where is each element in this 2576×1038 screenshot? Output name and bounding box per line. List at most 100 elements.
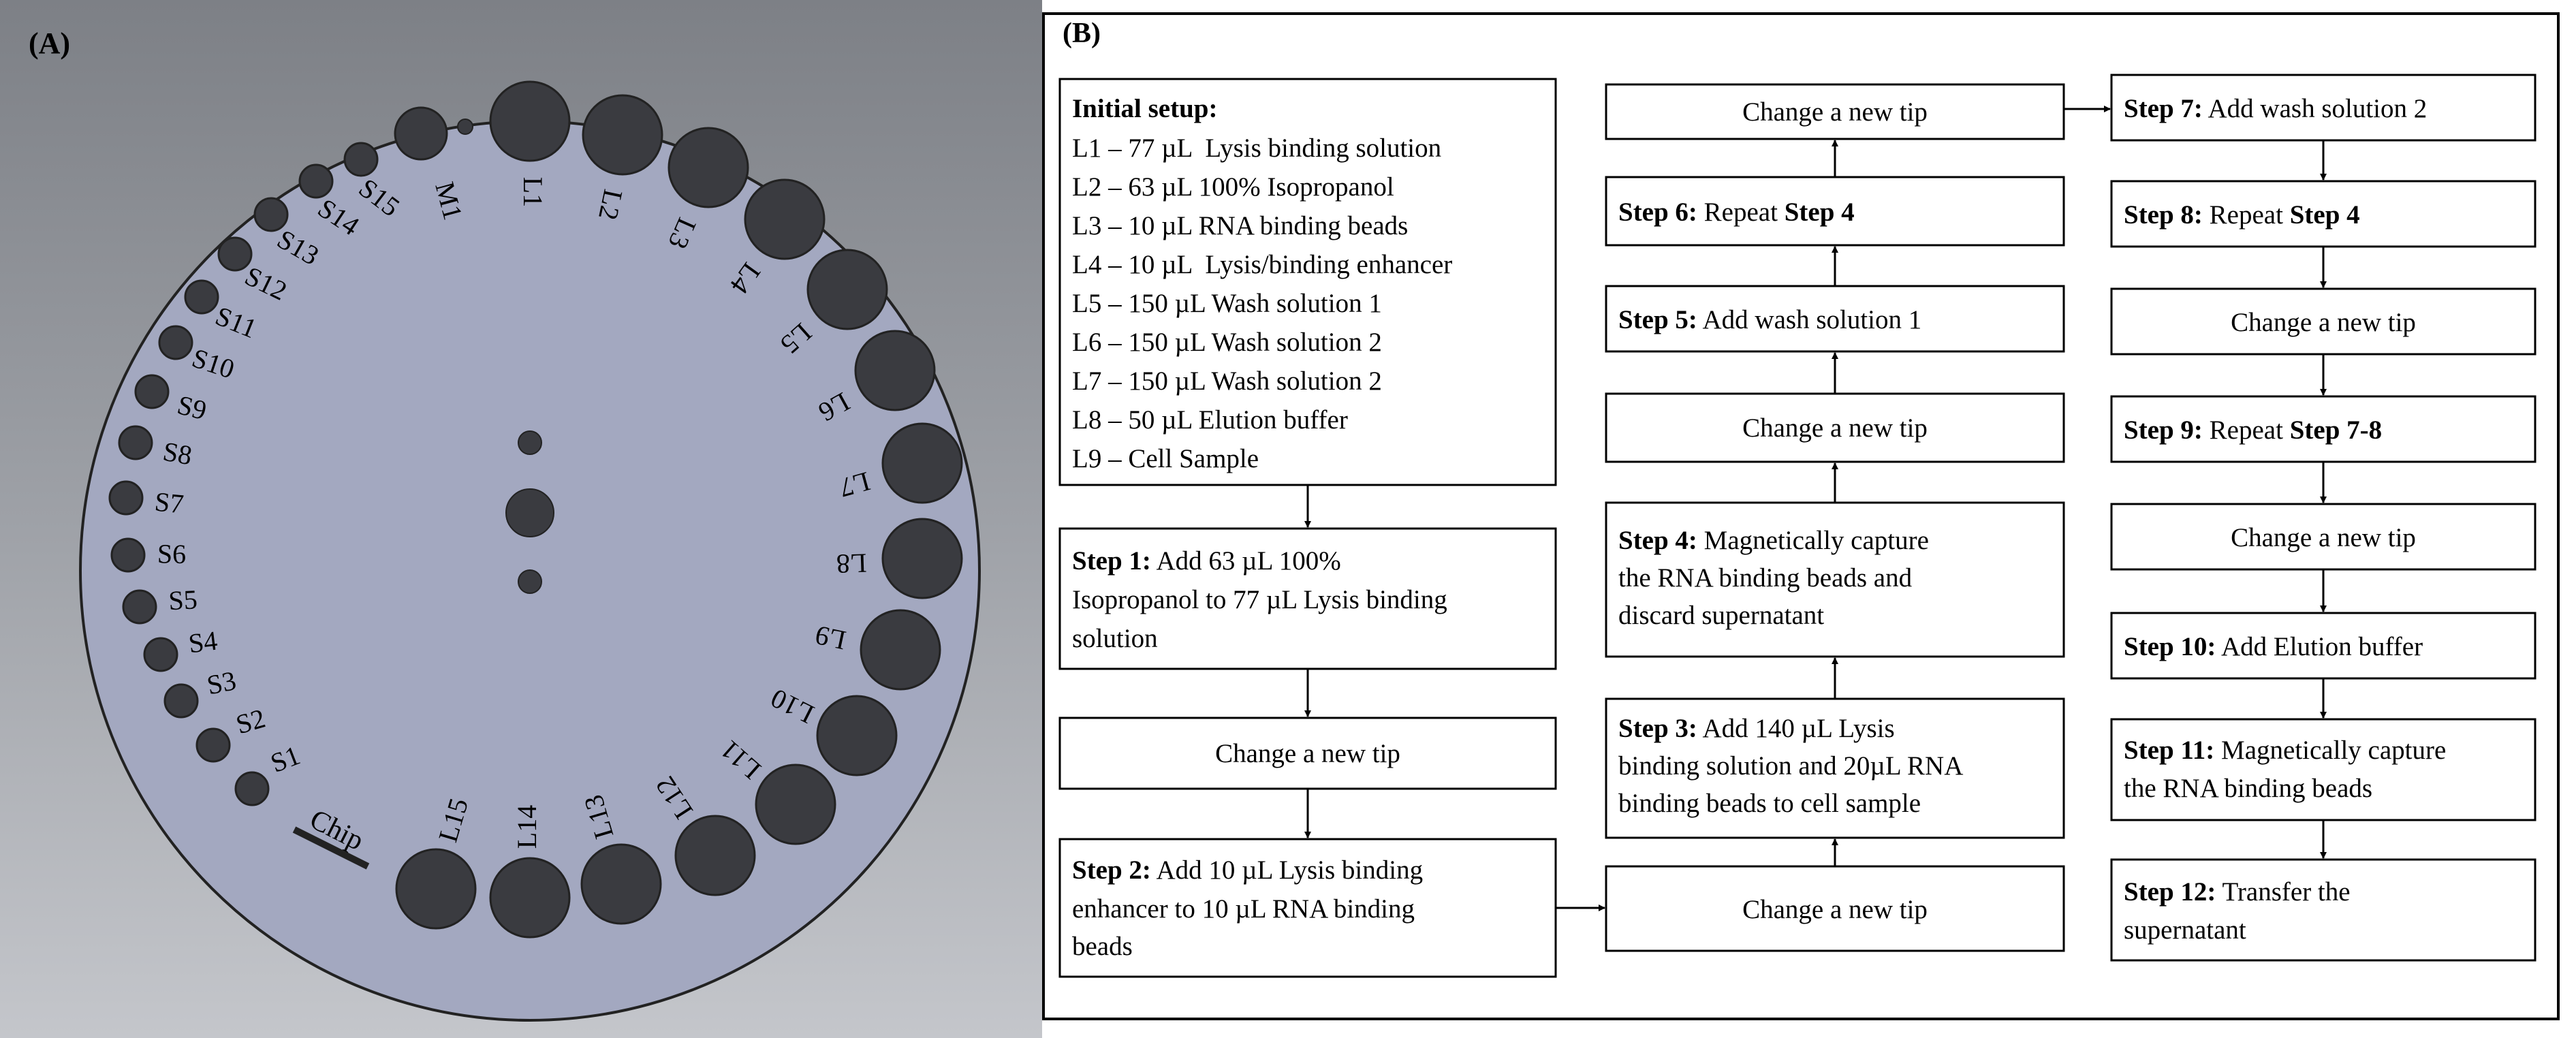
well-l10	[816, 695, 898, 776]
step3-line2: binding solution and 20µL RNA	[1618, 751, 1963, 781]
step3-text-1: Add 140 µL Lysis	[1697, 714, 1895, 743]
step1-line3: solution	[1072, 624, 1158, 653]
step10-rest: Add Elution buffer	[2216, 632, 2423, 661]
well-l3	[667, 127, 749, 208]
panel-b-frame	[1042, 12, 2560, 1020]
well-l11	[755, 764, 836, 845]
chip-bar	[292, 826, 370, 870]
step11-text-1: Magnetically capture	[2214, 736, 2446, 765]
center-hole-bottom	[518, 569, 542, 594]
center-hole-main	[505, 488, 554, 537]
initial-setup-line-4: L4 – 10 µL Lysis/binding enhancer	[1072, 250, 1452, 279]
step2-line2: enhancer to 10 µL RNA binding	[1072, 894, 1415, 924]
panel-b: (B) Initial setup: L1 – 77 µL Lysis bind…	[1042, 0, 2576, 1038]
well-s6	[110, 537, 146, 573]
initial-setup-line-3: L3 – 10 µL RNA binding beads	[1072, 211, 1408, 240]
well-l5	[806, 249, 888, 330]
well-l13	[580, 843, 662, 925]
well-l12	[674, 815, 756, 896]
step11-box	[2110, 718, 2536, 821]
well-disc-diagram: (A) Chip S1S2S3S4S5S6S7S8S9S10S11S12S13S…	[0, 0, 1042, 1038]
step12-bold: Step 12:	[2124, 877, 2216, 907]
c3-change-tip-1-box	[2110, 287, 2536, 356]
step11-bold: Step 11:	[2124, 736, 2214, 765]
step1-box	[1058, 527, 1557, 670]
well-label-l2: L2	[593, 187, 629, 223]
step3-line3: binding beads to cell sample	[1618, 789, 1921, 818]
step11-line2: the RNA binding beads	[2124, 774, 2372, 803]
well-s10	[158, 325, 193, 360]
well-l6	[854, 330, 936, 411]
initial-setup-line-8: L8 – 50 µL Elution buffer	[1072, 405, 1348, 435]
well-label-s7: S7	[153, 486, 185, 520]
step10-bold: Step 10:	[2124, 632, 2216, 661]
step8-bold2: Step 4	[2290, 200, 2360, 230]
step9-rest: Repeat	[2203, 415, 2290, 445]
panel-a-label: (A)	[29, 27, 70, 60]
step4-line1: Step 4: Magnetically capture	[1618, 526, 1929, 555]
step1-line2: Isopropanol to 77 µL Lysis binding	[1072, 585, 1447, 614]
well-label-s4: S4	[187, 625, 219, 659]
c3-change-tip-1-text: Change a new tip	[2231, 308, 2416, 337]
well-s9	[134, 374, 170, 409]
initial-setup-line-6: L6 – 150 µL Wash solution 2	[1072, 328, 1382, 357]
well-l14	[489, 857, 571, 939]
step1-text-1: Add 63 µL 100%	[1151, 546, 1341, 576]
well-l9	[860, 609, 941, 691]
well-l8	[881, 518, 963, 599]
step5-bold: Step 5:	[1618, 305, 1697, 334]
well-label-s9: S9	[174, 389, 210, 426]
well-label-s6: S6	[157, 538, 186, 569]
step2-bold: Step 2:	[1072, 855, 1151, 885]
well-l15	[395, 848, 477, 930]
step1-line1: Step 1: Add 63 µL 100%	[1072, 546, 1341, 576]
well-l1	[489, 80, 571, 162]
initial-setup-line-5: L5 – 150 µL Wash solution 1	[1072, 289, 1382, 318]
step12-line2: supernatant	[2124, 915, 2246, 945]
center-hole-top	[518, 430, 542, 455]
step2-line1: Step 2: Add 10 µL Lysis binding	[1072, 855, 1423, 885]
well-s15	[343, 142, 379, 177]
step4-line2: the RNA binding beads and	[1618, 563, 1913, 593]
step12-line1: Step 12: Transfer the	[2124, 877, 2351, 907]
well-m1	[394, 106, 448, 161]
c3-change-tip-2-text: Change a new tip	[2231, 523, 2416, 552]
step8-rest: Repeat	[2203, 200, 2290, 230]
c2-change-tip-mid-box	[1605, 392, 2065, 463]
well-l2	[582, 94, 663, 176]
c1-change-tip-text: Change a new tip	[1215, 739, 1400, 768]
step2-line3: beads	[1072, 932, 1133, 961]
m1-vent-dot	[457, 119, 473, 135]
well-label-l1: L1	[518, 177, 548, 207]
step12-text-1: Transfer the	[2216, 877, 2350, 907]
step6-text: Step 6: Repeat Step 4	[1618, 198, 1855, 227]
step8-box	[2110, 180, 2536, 248]
initial-setup-line-7: L7 – 150 µL Wash solution 2	[1072, 366, 1382, 396]
step4-bold: Step 4:	[1618, 526, 1697, 555]
step4-text-1: Magnetically capture	[1697, 526, 1929, 555]
step3-box	[1605, 697, 2065, 839]
c2-change-tip-top-text: Change a new tip	[1742, 97, 1928, 127]
well-label-l8: L8	[836, 548, 867, 579]
step9-text: Step 9: Repeat Step 7-8	[2124, 415, 2382, 445]
well-label-l9: L9	[813, 620, 849, 656]
well-s2	[195, 727, 231, 763]
step4-box	[1605, 501, 2065, 658]
well-label-s3: S3	[204, 665, 238, 700]
well-s13	[253, 197, 289, 232]
well-s3	[163, 683, 199, 719]
step9-bold2: Step 7-8	[2290, 415, 2382, 445]
initial-setup-line-2: L2 – 63 µL 100% Isopropanol	[1072, 172, 1394, 202]
well-s8	[118, 425, 153, 460]
well-s1	[234, 771, 270, 806]
step10-text: Step 10: Add Elution buffer	[2124, 632, 2423, 661]
well-s12	[217, 236, 253, 272]
step1-bold: Step 1:	[1072, 546, 1151, 576]
panel-b-label: (B)	[1063, 18, 1101, 49]
flowchart: (B) Initial setup: L1 – 77 µL Lysis bind…	[1058, 18, 2536, 978]
well-s7	[108, 480, 144, 516]
step10-box	[2110, 612, 2536, 680]
well-s11	[184, 279, 219, 315]
